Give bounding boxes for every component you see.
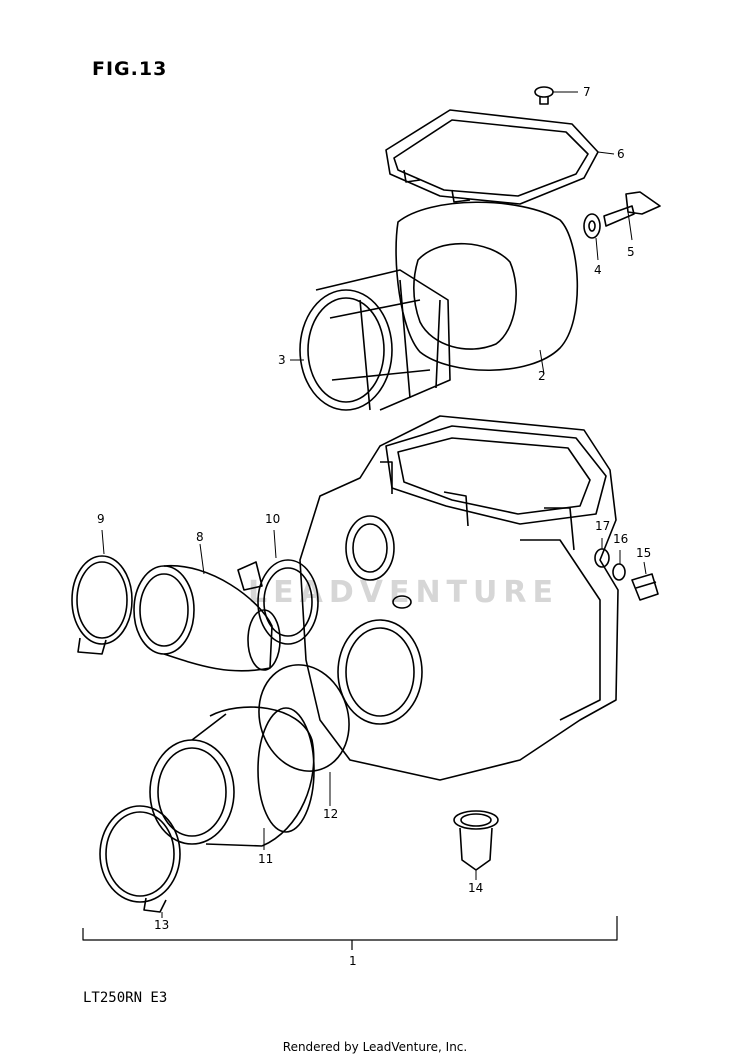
callout-7: 7: [583, 85, 591, 99]
assembly-bracket: [82, 916, 618, 941]
part-7-screw: [534, 86, 578, 105]
part-10-clamp: [237, 529, 319, 645]
callout-4: 4: [594, 263, 602, 277]
callout-1: 1: [349, 954, 357, 968]
part-2-filter-element: [395, 201, 579, 375]
part-4-washer: [583, 213, 601, 261]
part-17-grommet: [594, 538, 610, 568]
callout-5: 5: [627, 245, 635, 259]
callout-9: 9: [97, 512, 105, 526]
callout-11: 11: [258, 852, 274, 866]
callout-16: 16: [613, 532, 629, 546]
part-15-bolt: [631, 561, 659, 601]
air-box-body: [299, 415, 619, 781]
callout-8: 8: [196, 530, 204, 544]
part-8-boot: [133, 543, 281, 672]
callout-6: 6: [617, 147, 625, 161]
part-14-drain: [453, 810, 499, 880]
callout-14: 14: [468, 881, 484, 895]
part-12-o-ring: [258, 664, 350, 806]
part-16-washer: [612, 550, 626, 581]
callout-13: 13: [154, 918, 170, 932]
callout-17: 17: [595, 519, 611, 533]
part-5-wing-bolt: [603, 191, 661, 241]
figure-title: FIG.13: [92, 58, 168, 80]
callout-12: 12: [323, 807, 339, 821]
callout-2: 2: [538, 369, 546, 383]
callout-15: 15: [636, 546, 652, 560]
part-3-cage: [290, 269, 451, 411]
part-9-clamp: [71, 529, 133, 655]
part-6-cover: [385, 109, 615, 205]
callout-3: 3: [278, 353, 286, 367]
model-code: LT250RN E3: [83, 990, 168, 1006]
callout-10: 10: [265, 512, 281, 526]
watermark: LEADVENTURE: [248, 575, 559, 610]
part-11-intake-pipe: [149, 706, 315, 850]
footer-credit: Rendered by LeadVenture, Inc.: [282, 1040, 468, 1054]
part-13-clamp: [99, 805, 181, 918]
